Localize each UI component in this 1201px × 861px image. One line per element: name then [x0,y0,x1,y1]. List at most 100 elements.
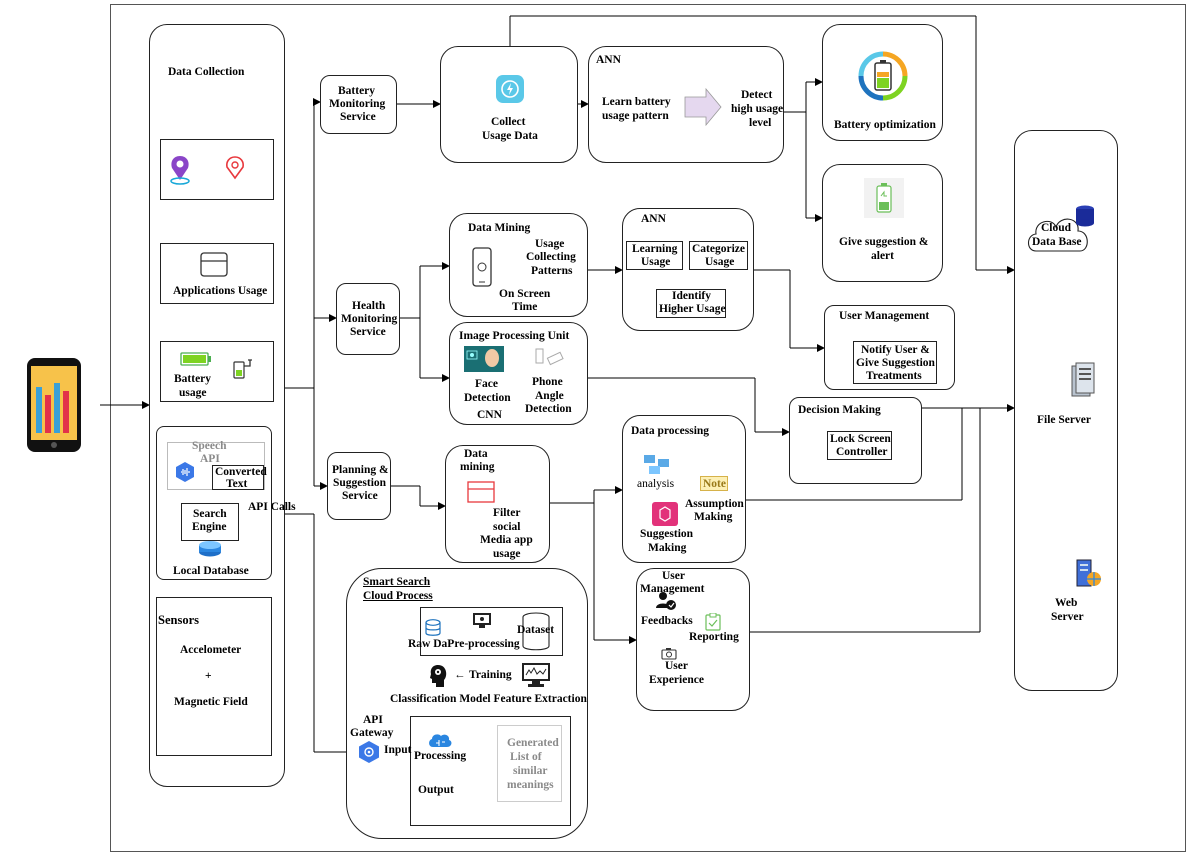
file-server-icon [1068,362,1098,403]
battery-monitoring-service [320,75,397,134]
battery-alert-icon [864,178,904,223]
web-server-icon [1073,558,1103,595]
cnn-label: CNN [477,409,502,421]
assumption-label-2: Making [694,511,733,523]
analysis-label: analysis [637,478,675,490]
note-badge [700,476,728,491]
generated-list-label-4: meanings [507,779,554,791]
data-mining-top-box [449,213,588,317]
local-database-label: Local Database [173,565,249,577]
user-management-bottom-title-1: User [662,570,685,582]
phone-angle-label-2: Angle [535,390,564,402]
preprocessing-icon [472,612,492,635]
generated-list-label-3: similar [513,765,548,777]
api-gateway-label-2: Gateway [350,727,394,739]
user-experience-label-2: Experience [649,674,704,686]
input-label: Input [384,744,412,756]
output-label: Output [418,784,454,796]
database-icon [197,540,223,563]
lock-screen-label-1: Lock Screen [830,433,891,445]
smartphone-icon [26,357,82,458]
notify-user-label-2: Give Suggestion [856,357,935,369]
processing-label: Processing [414,750,467,762]
smart-search-title-2: Cloud Process [363,590,433,602]
collect-usage-data-box [440,46,578,163]
generated-list-label-1: Generated [507,737,559,749]
health-service-label-1: Health [352,300,386,312]
ann-mid-title: ANN [641,213,666,225]
phone-angle-icon [534,347,564,374]
api-calls-label: API Calls [248,501,296,513]
api-gateway-icon [357,740,381,769]
dataset-label: Dataset [517,624,555,636]
outer-frame [110,4,1186,852]
categorize-usage-label-1: Categorize [692,243,745,255]
collect-usage-label-2: Usage Data [482,130,538,142]
collect-usage-label-1: Collect [491,116,526,128]
learning-usage-box [626,241,683,270]
phone-angle-label-1: Phone [532,376,563,388]
suggestion-making-label-2: Making [648,542,687,554]
speech-icon [174,461,196,488]
battery-optimization-icon [855,48,911,109]
lock-screen-label-2: Controller [836,446,888,458]
user-management-bottom-box [636,568,750,711]
phone-angle-label-3: Detection [525,403,572,415]
learn-pattern-label-2: usage pattern [602,110,669,122]
battery-usage-label-2: usage [179,387,207,399]
data-mining-top-title: Data Mining [468,222,531,234]
usage-patterns-label-1: Usage [535,238,565,250]
user-management-top-title: User Management [839,310,930,322]
lock-screen-box [827,431,892,460]
battery-optimization-label: Battery optimization [834,119,936,131]
decision-making-title: Decision Making [798,404,881,416]
converted-text-label-2: Text [226,478,248,490]
filter-social-label-1: Filter [493,507,521,519]
file-server-label: File Server [1037,414,1091,426]
usage-patterns-label-2: Collecting [526,251,576,263]
camera-icon [661,647,677,665]
give-suggestion-label-2: alert [871,250,894,262]
battery-full-icon [180,352,212,371]
usage-patterns-label-3: Patterns [531,265,573,277]
search-engine-box [181,503,239,541]
phone-screen-icon [472,247,492,292]
user-experience-label-1: User [665,660,688,672]
web-server-label-1: Web [1055,597,1078,609]
magnetic-field-label: Magnetic Field [174,696,248,708]
sensors-title: Sensors [158,613,199,627]
notify-user-label-1: Notify User & [861,344,930,356]
usage-data-icon [495,74,525,109]
identify-usage-label-1: Identify [672,290,711,302]
search-engine-label-2: Engine [192,521,227,533]
face-detection-icon [464,346,504,377]
planning-service-label-1: Planning & [332,464,389,476]
feedbacks-label: Feedbacks [641,615,693,627]
battery-service-label-1: Battery [338,85,376,97]
detect-usage-label-2: high usage [731,103,784,115]
image-processing-box [449,322,588,425]
arrow-right-icon [684,87,722,131]
battery-service-label-2: Monitoring [329,98,386,110]
web-server-label-2: Server [1051,611,1084,623]
health-monitoring-service [336,283,400,355]
battery-charging-icon [232,356,254,387]
converted-text-box [212,465,264,490]
identify-usage-box [656,289,726,318]
suggestion-making-label-1: Suggestion [640,528,694,540]
training-arrow-label: ← [454,669,466,681]
data-mining-bottom-title-1: Data [464,448,488,460]
converted-text-label-1: Converted [215,466,267,478]
note-label: Note [703,478,726,490]
reporting-icon [705,612,721,636]
cloud-db-label-1: Cloud [1041,222,1072,234]
learning-usage-label-1: Learning [632,243,678,255]
face-detection-label-1: Face [475,378,498,390]
user-feedback-icon [655,591,677,616]
training-label: Training [469,669,512,681]
identify-usage-label-2: Higher Usage [659,303,726,315]
accelometer-label: Accelometer [180,644,242,656]
dataset-icon [521,612,551,657]
give-suggestion-label-1: Give suggestion & [839,236,929,248]
notify-user-label-3: Treatments [866,370,922,382]
